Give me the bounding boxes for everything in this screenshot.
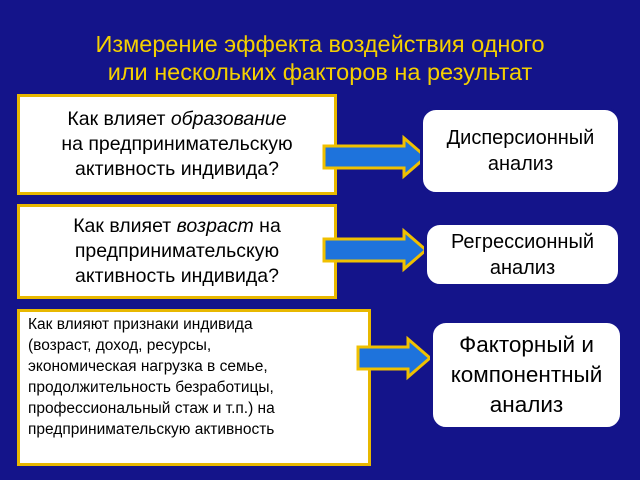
question-line: (возраст, доход, ресурсы, <box>28 337 212 354</box>
question-line: продолжительность безработицы, <box>28 379 274 396</box>
question-line: предпринимательскую <box>74 240 280 262</box>
result-line: анализ <box>489 392 564 417</box>
question-line: Как влияют признаки индивида <box>28 316 253 333</box>
result-line: Факторный и <box>459 332 594 357</box>
result-line: Регрессионный <box>450 230 595 253</box>
page-title: Измерение эффекта воздействия одного или… <box>0 30 640 86</box>
question-line: активность индивида? <box>75 265 279 287</box>
result-line: анализ <box>487 153 554 175</box>
right-arrow-icon <box>322 227 429 273</box>
right-arrow-icon <box>322 134 429 180</box>
result-box-regression-analysis: Регрессионный анализ <box>424 222 621 287</box>
question-line: предпринимательскую активность <box>28 421 275 438</box>
result-line: анализ <box>489 256 556 279</box>
question-line: экономическая нагрузка в семье, <box>28 358 268 375</box>
question-line: активность индивида? <box>75 158 279 180</box>
question-line: Как влияет образование <box>67 108 287 130</box>
right-arrow-icon <box>356 335 433 381</box>
title-line-2: или нескольких факторов на результат <box>107 59 533 85</box>
question-box-age: Как влияет возраст на предпринимательску… <box>17 204 337 299</box>
question-line: профессиональный стаж и т.п.) на <box>28 400 275 417</box>
result-box-factor-component-analysis: Факторный и компонентный анализ <box>430 320 623 430</box>
question-line: на предпринимательскую <box>61 133 293 155</box>
result-line: Дисперсионный <box>446 127 595 149</box>
result-line: компонентный <box>450 362 603 387</box>
question-box-education: Как влияет образование на предпринимател… <box>17 94 337 195</box>
result-box-dispersion-analysis: Дисперсионный анализ <box>420 107 621 195</box>
title-line-1: Измерение эффекта воздействия одного <box>95 31 545 57</box>
question-box-multiple-factors: Как влияют признаки индивида (возраст, д… <box>17 309 371 466</box>
question-line: Как влияет возраст на <box>73 215 281 237</box>
